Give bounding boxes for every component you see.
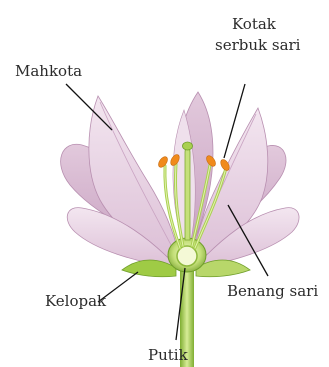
anther-1 (157, 155, 170, 169)
label-anther-line1: Kotak (232, 15, 277, 33)
label-filament: Benang sari (227, 282, 318, 300)
label-petal: Mahkota (15, 62, 82, 80)
label-pistil: Putik (148, 346, 189, 364)
label-anther-line2: serbuk sari (215, 36, 301, 54)
stigma (183, 142, 193, 150)
label-sepal: Kelopak (45, 292, 107, 310)
style (185, 148, 190, 241)
